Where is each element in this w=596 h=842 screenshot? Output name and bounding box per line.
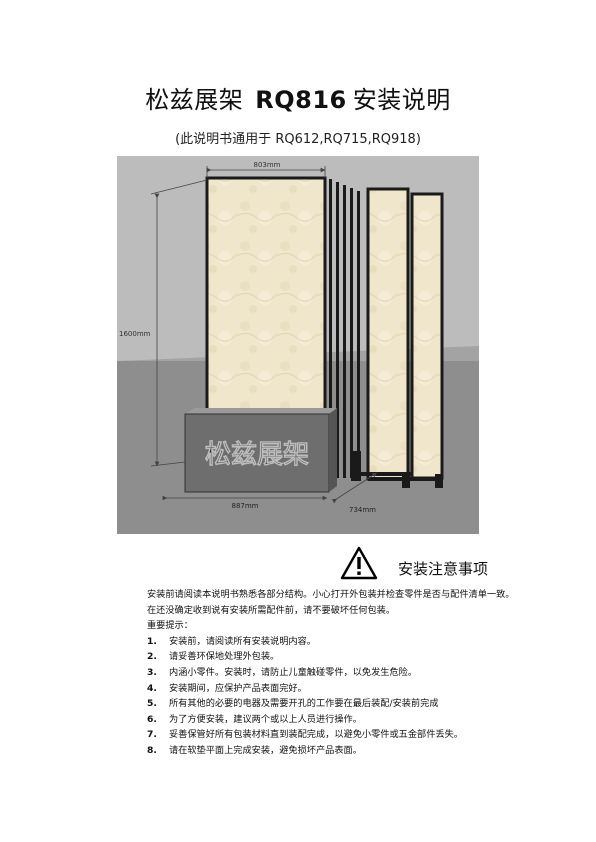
list-item: 5.所有其他的必要的电器及需要开孔的工作要在最后装配/安装前完成 [147, 698, 439, 710]
notice-intro: 安装前请阅读本说明书熟悉各部分结构。小心打开外包装并检查零件是否与配件清单一致。… [147, 589, 515, 616]
dim-base-front: 887mm [232, 502, 259, 510]
notice-list: 1.安装前，请阅读所有安装说明内容。 2.请妥善环保地处理外包装。 3.内涵小零… [147, 634, 517, 759]
dim-top-width: 803mm [254, 161, 281, 169]
list-item: 2.请妥善环保地处理外包装。 [147, 651, 280, 663]
rear-display-panels [357, 187, 444, 488]
title-brand: 松兹展架 [145, 86, 244, 114]
notice-body: 安装前请阅读本说明书熟悉各部分结构。小心打开外包装并检查零件是否与配件清单一致。… [147, 587, 517, 759]
dimension-annotations [150, 166, 378, 504]
display-rack-drawing: 松兹展架 803mm 1600mm 887mm 734mm [117, 156, 479, 534]
warning-icon [340, 546, 378, 580]
list-item: 4.安装期间，应保护产品表面完好。 [147, 682, 307, 694]
list-item: 3.内涵小零件。安装时，请防止儿童触碰零件，以免发生危险。 [147, 666, 418, 678]
important-label: 重要提示： [147, 620, 193, 632]
subtitle: (此说明书通用于 RQ612,RQ715,RQ918) [175, 132, 421, 147]
dim-height: 1600mm [119, 330, 151, 338]
notice-header: 安装注意事项 [340, 546, 540, 580]
list-item: 1.安装前，请阅读所有安装说明内容。 [147, 635, 316, 647]
stacked-panel-frames [329, 179, 361, 481]
list-item: 8.请在软垫平面上完成安装，避免损坏产品表面。 [147, 744, 362, 756]
sign-text: 松兹展架 [205, 440, 309, 470]
product-illustration: 松兹展架 803mm 1600mm 887mm 734mm [117, 156, 479, 534]
title-model: RQ816 [255, 86, 347, 114]
base-sign-box: 松兹展架 [184, 408, 337, 493]
title-suffix: 安装说明 [352, 86, 451, 114]
dim-base-depth: 734mm [349, 506, 376, 514]
list-item: 7.妥善保管好所有包装材料直到装配完成，以避免小零件或五金部件丢失。 [147, 729, 463, 741]
list-item: 6.为了方便安装，建议两个或以上人员进行操作。 [147, 713, 362, 725]
notice-title: 安装注意事项 [398, 560, 489, 578]
